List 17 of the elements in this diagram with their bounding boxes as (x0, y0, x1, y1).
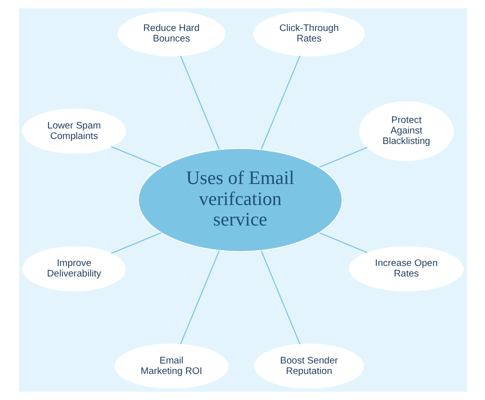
node-ellipse: Increase Open Rates (348, 246, 464, 292)
connector (318, 146, 367, 168)
connector (260, 56, 300, 150)
node-ellipse: Email Marketing ROI (114, 344, 228, 389)
node-ellipse: Reduce Hard Bounces (117, 11, 225, 56)
connector (110, 146, 161, 168)
connector (180, 56, 220, 150)
node-ellipse: Improve Deliverability (22, 246, 126, 292)
connector (110, 232, 161, 254)
connector (318, 232, 367, 254)
connector (260, 250, 300, 344)
node-ellipse: Boost Sender Reputation (253, 344, 364, 389)
node-ellipse: Click-Through Rates (252, 11, 364, 56)
connector (180, 250, 220, 344)
node-ellipse: Uses of Email verifcation service (137, 148, 342, 252)
node-ellipse: Protect Against Blacklisting (358, 101, 454, 162)
node-ellipse: Lower Spam Complaints (22, 108, 126, 154)
